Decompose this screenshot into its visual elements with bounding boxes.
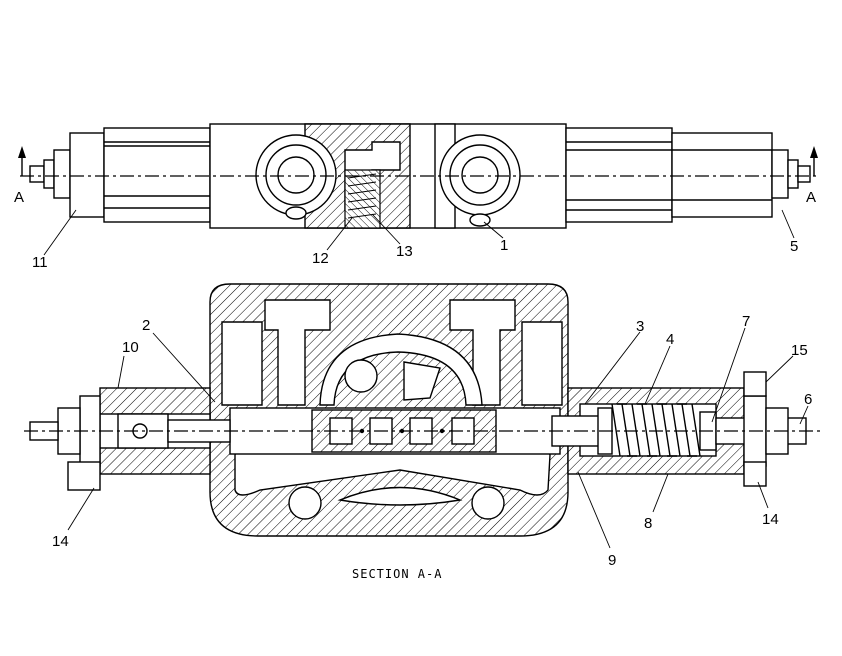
body-bolt-hole-right [471, 486, 505, 520]
callout-10: 10 [122, 339, 139, 356]
callout-1: 1 [500, 237, 508, 254]
top-view: A A [14, 123, 820, 229]
callout-7: 7 [742, 313, 750, 330]
callout-13: 13 [396, 243, 413, 260]
callout-14-right: 14 [762, 511, 779, 528]
right-stud [797, 165, 811, 183]
bolt-14-left [67, 461, 101, 491]
left-stud [29, 165, 45, 183]
callout-15: 15 [791, 342, 808, 359]
callout-8: 8 [644, 515, 652, 532]
callout-12: 12 [312, 250, 329, 267]
section-callouts: 2 10 3 4 7 15 6 8 14 9 14 SECTION A-A [52, 313, 812, 581]
bolt-14-right [743, 461, 767, 487]
section-view [24, 283, 820, 537]
callout-14-left: 14 [52, 533, 69, 550]
section-letter-right: A [806, 189, 816, 206]
callout-3: 3 [636, 318, 644, 335]
right-nut [787, 159, 799, 189]
callout-4: 4 [666, 331, 674, 348]
bolt-15 [743, 371, 767, 397]
centering-spring [611, 403, 701, 457]
left-cap [69, 132, 105, 218]
callout-9: 9 [608, 552, 616, 569]
left-locknut [53, 149, 71, 199]
callout-2: 2 [142, 317, 150, 334]
section-arrow-right-icon [810, 146, 818, 158]
right-cover [565, 127, 673, 223]
section-arrow-left-icon [18, 146, 26, 158]
right-locknut [771, 149, 789, 199]
callout-6: 6 [804, 391, 812, 408]
left-nut [43, 159, 55, 189]
section-caption: SECTION A-A [352, 567, 442, 581]
body-bolt-hole-left [288, 486, 322, 520]
top-view-callouts: 11 12 13 1 5 [32, 209, 798, 271]
callout-5: 5 [790, 238, 798, 255]
check-ball [344, 359, 378, 393]
callout-11: 11 [32, 254, 48, 271]
left-cover [103, 127, 211, 223]
section-letter-left: A [14, 189, 24, 206]
